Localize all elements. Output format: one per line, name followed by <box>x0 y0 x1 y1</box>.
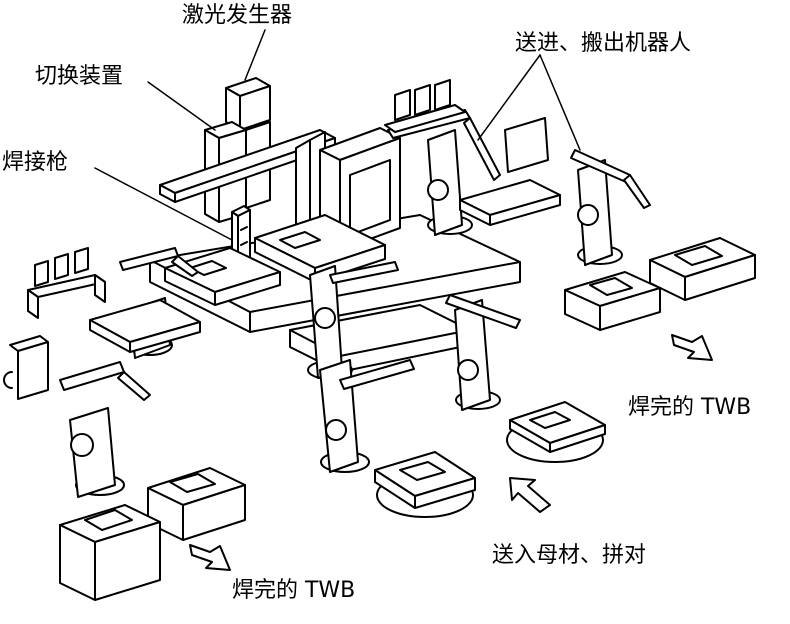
label-laser-generator: 激光发生器 <box>182 3 293 28</box>
robot-center-lower <box>319 359 415 473</box>
robot-left-bottom <box>59 361 151 498</box>
label-feed-robots: 送进、搬出机器人 <box>515 31 692 56</box>
output-stand-left-2 <box>59 504 161 601</box>
label-finished-twb-right: 焊完的 TWB <box>628 395 752 420</box>
feed-frame-upper <box>504 117 549 173</box>
robot-center-upper <box>307 261 399 380</box>
arrow-twb-right <box>671 334 713 361</box>
arrow-twb-left <box>189 544 231 571</box>
label-switch-device: 切换装置 <box>35 64 124 89</box>
leader-laser <box>244 29 266 81</box>
leader-switch <box>147 81 216 131</box>
operator-station-right <box>384 79 466 133</box>
rotary-table-right <box>506 401 606 463</box>
output-stand-right-1 <box>564 271 661 331</box>
fixture-table-left <box>164 247 281 306</box>
robot-right-upper-2 <box>570 149 651 266</box>
operator-station-left <box>3 247 106 400</box>
leader-robot-1 <box>477 54 541 141</box>
label-feed-base-material: 送入母材、拼对 <box>492 543 647 568</box>
robot-right-mid <box>445 294 521 411</box>
leader-robot-2 <box>539 54 581 151</box>
leader-gun <box>94 167 233 241</box>
label-welding-gun: 焊接枪 <box>2 150 69 175</box>
label-finished-twb-left: 焊完的 TWB <box>232 578 356 603</box>
rotary-table-center <box>374 451 476 518</box>
output-stand-right-2 <box>649 237 756 301</box>
arrow-feed-in <box>509 477 551 513</box>
output-stand-left-1 <box>147 467 246 541</box>
